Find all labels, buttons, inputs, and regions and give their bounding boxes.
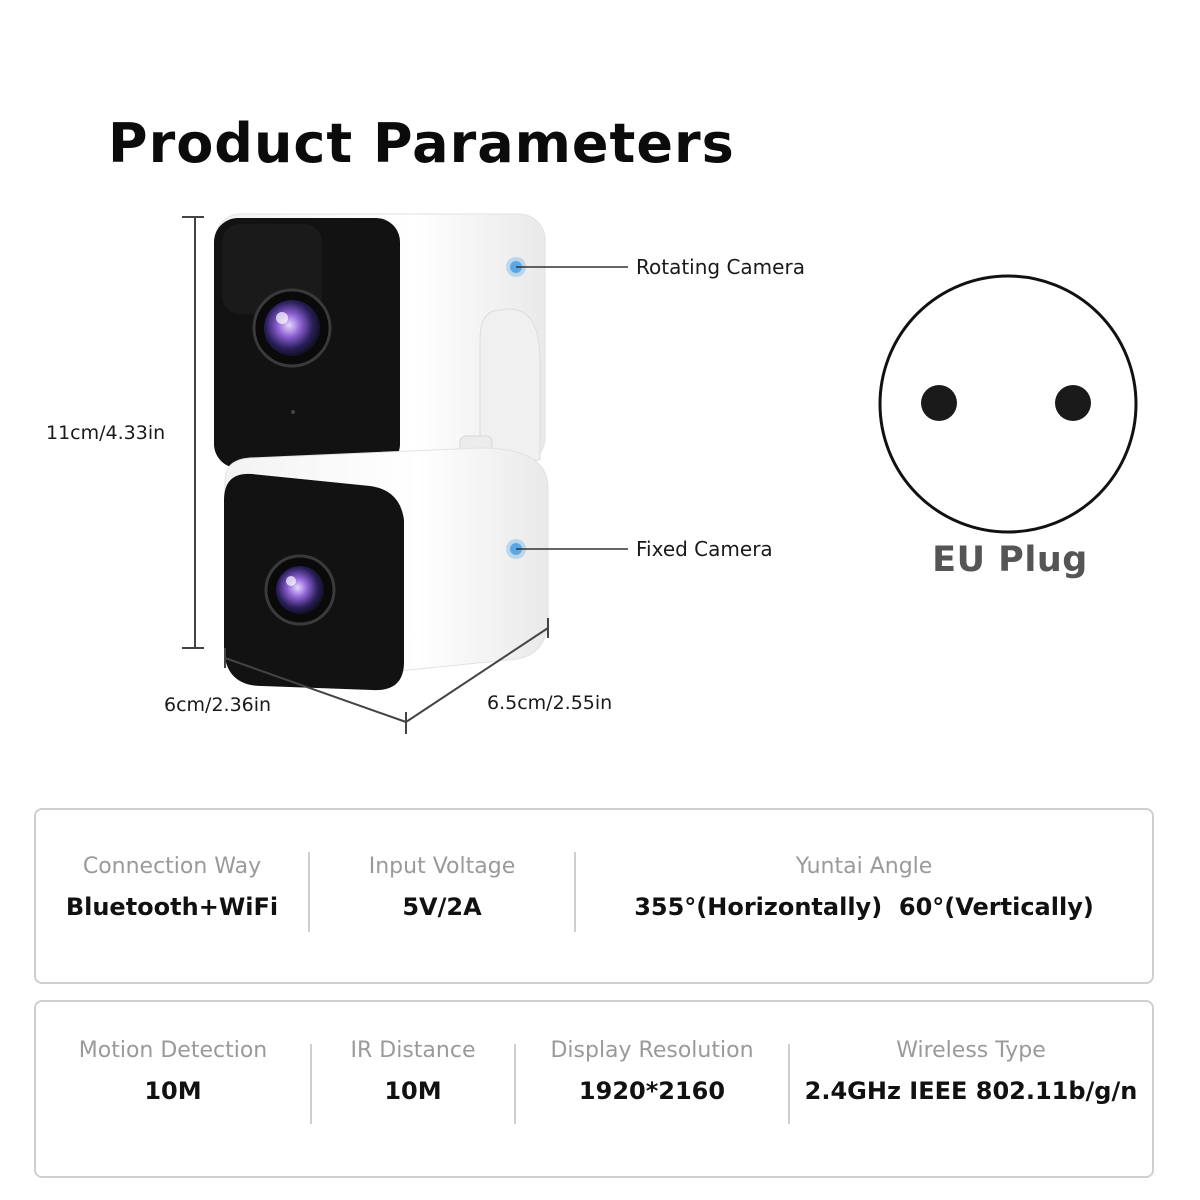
spec-label: Connection Way [82, 854, 262, 879]
spec-connection-way: Connection Way Bluetooth+WiFi [36, 854, 308, 921]
divider [310, 1044, 312, 1124]
width-label: 6cm/2.36in [164, 694, 272, 716]
spec-label: Motion Detection [78, 1038, 268, 1063]
fixed-camera-unit [224, 447, 549, 691]
height-dimension-line [182, 216, 204, 649]
spec-panel-2: Motion Detection 10M IR Distance 10M Dis… [34, 1000, 1154, 1178]
spec-label: Display Resolution [550, 1038, 754, 1063]
spec-yuntai-angle: Yuntai Angle 355°(Horizontally) 60°(Vert… [576, 854, 1152, 921]
camera-illustration [182, 213, 549, 734]
rotating-camera-unit [214, 213, 546, 469]
spec-value: 5V/2A [402, 893, 482, 921]
spec-value: 1920*2160 [578, 1077, 726, 1105]
spec-label: Input Voltage [368, 854, 516, 879]
spec-value: 355°(Horizontally) 60°(Vertically) [634, 893, 1094, 921]
spec-label: IR Distance [350, 1038, 476, 1063]
spec-value: Bluetooth+WiFi [65, 893, 279, 921]
divider [308, 852, 310, 932]
spec-label: Wireless Type [896, 1038, 1046, 1063]
divider [788, 1044, 790, 1124]
divider [514, 1044, 516, 1124]
spec-label: Yuntai Angle [795, 854, 933, 879]
spec-ir-distance: IR Distance 10M [312, 1038, 514, 1105]
rotating-camera-callout: Rotating Camera [636, 255, 805, 279]
spec-display-resolution: Display Resolution 1920*2160 [516, 1038, 788, 1105]
divider [574, 852, 576, 932]
spec-wireless-type: Wireless Type 2.4GHz IEEE 802.11b/g/n [790, 1038, 1152, 1105]
eu-plug-label: EU Plug [932, 540, 1088, 580]
height-label: 11cm/4.33in [46, 422, 166, 444]
spec-input-voltage: Input Voltage 5V/2A [310, 854, 574, 921]
spec-motion-detection: Motion Detection 10M [36, 1038, 310, 1105]
spec-value: 2.4GHz IEEE 802.11b/g/n [804, 1077, 1138, 1105]
callout-lines [506, 257, 628, 559]
base-dimension-lines [224, 618, 549, 734]
spec-value: 10M [384, 1077, 442, 1105]
page-title: Product Parameters [108, 112, 735, 175]
spec-panel-1: Connection Way Bluetooth+WiFi Input Volt… [34, 808, 1154, 984]
eu-plug-icon [878, 274, 1138, 534]
spec-value: 10M [144, 1077, 202, 1105]
fixed-camera-callout: Fixed Camera [636, 537, 773, 561]
depth-label: 6.5cm/2.55in [487, 692, 613, 714]
